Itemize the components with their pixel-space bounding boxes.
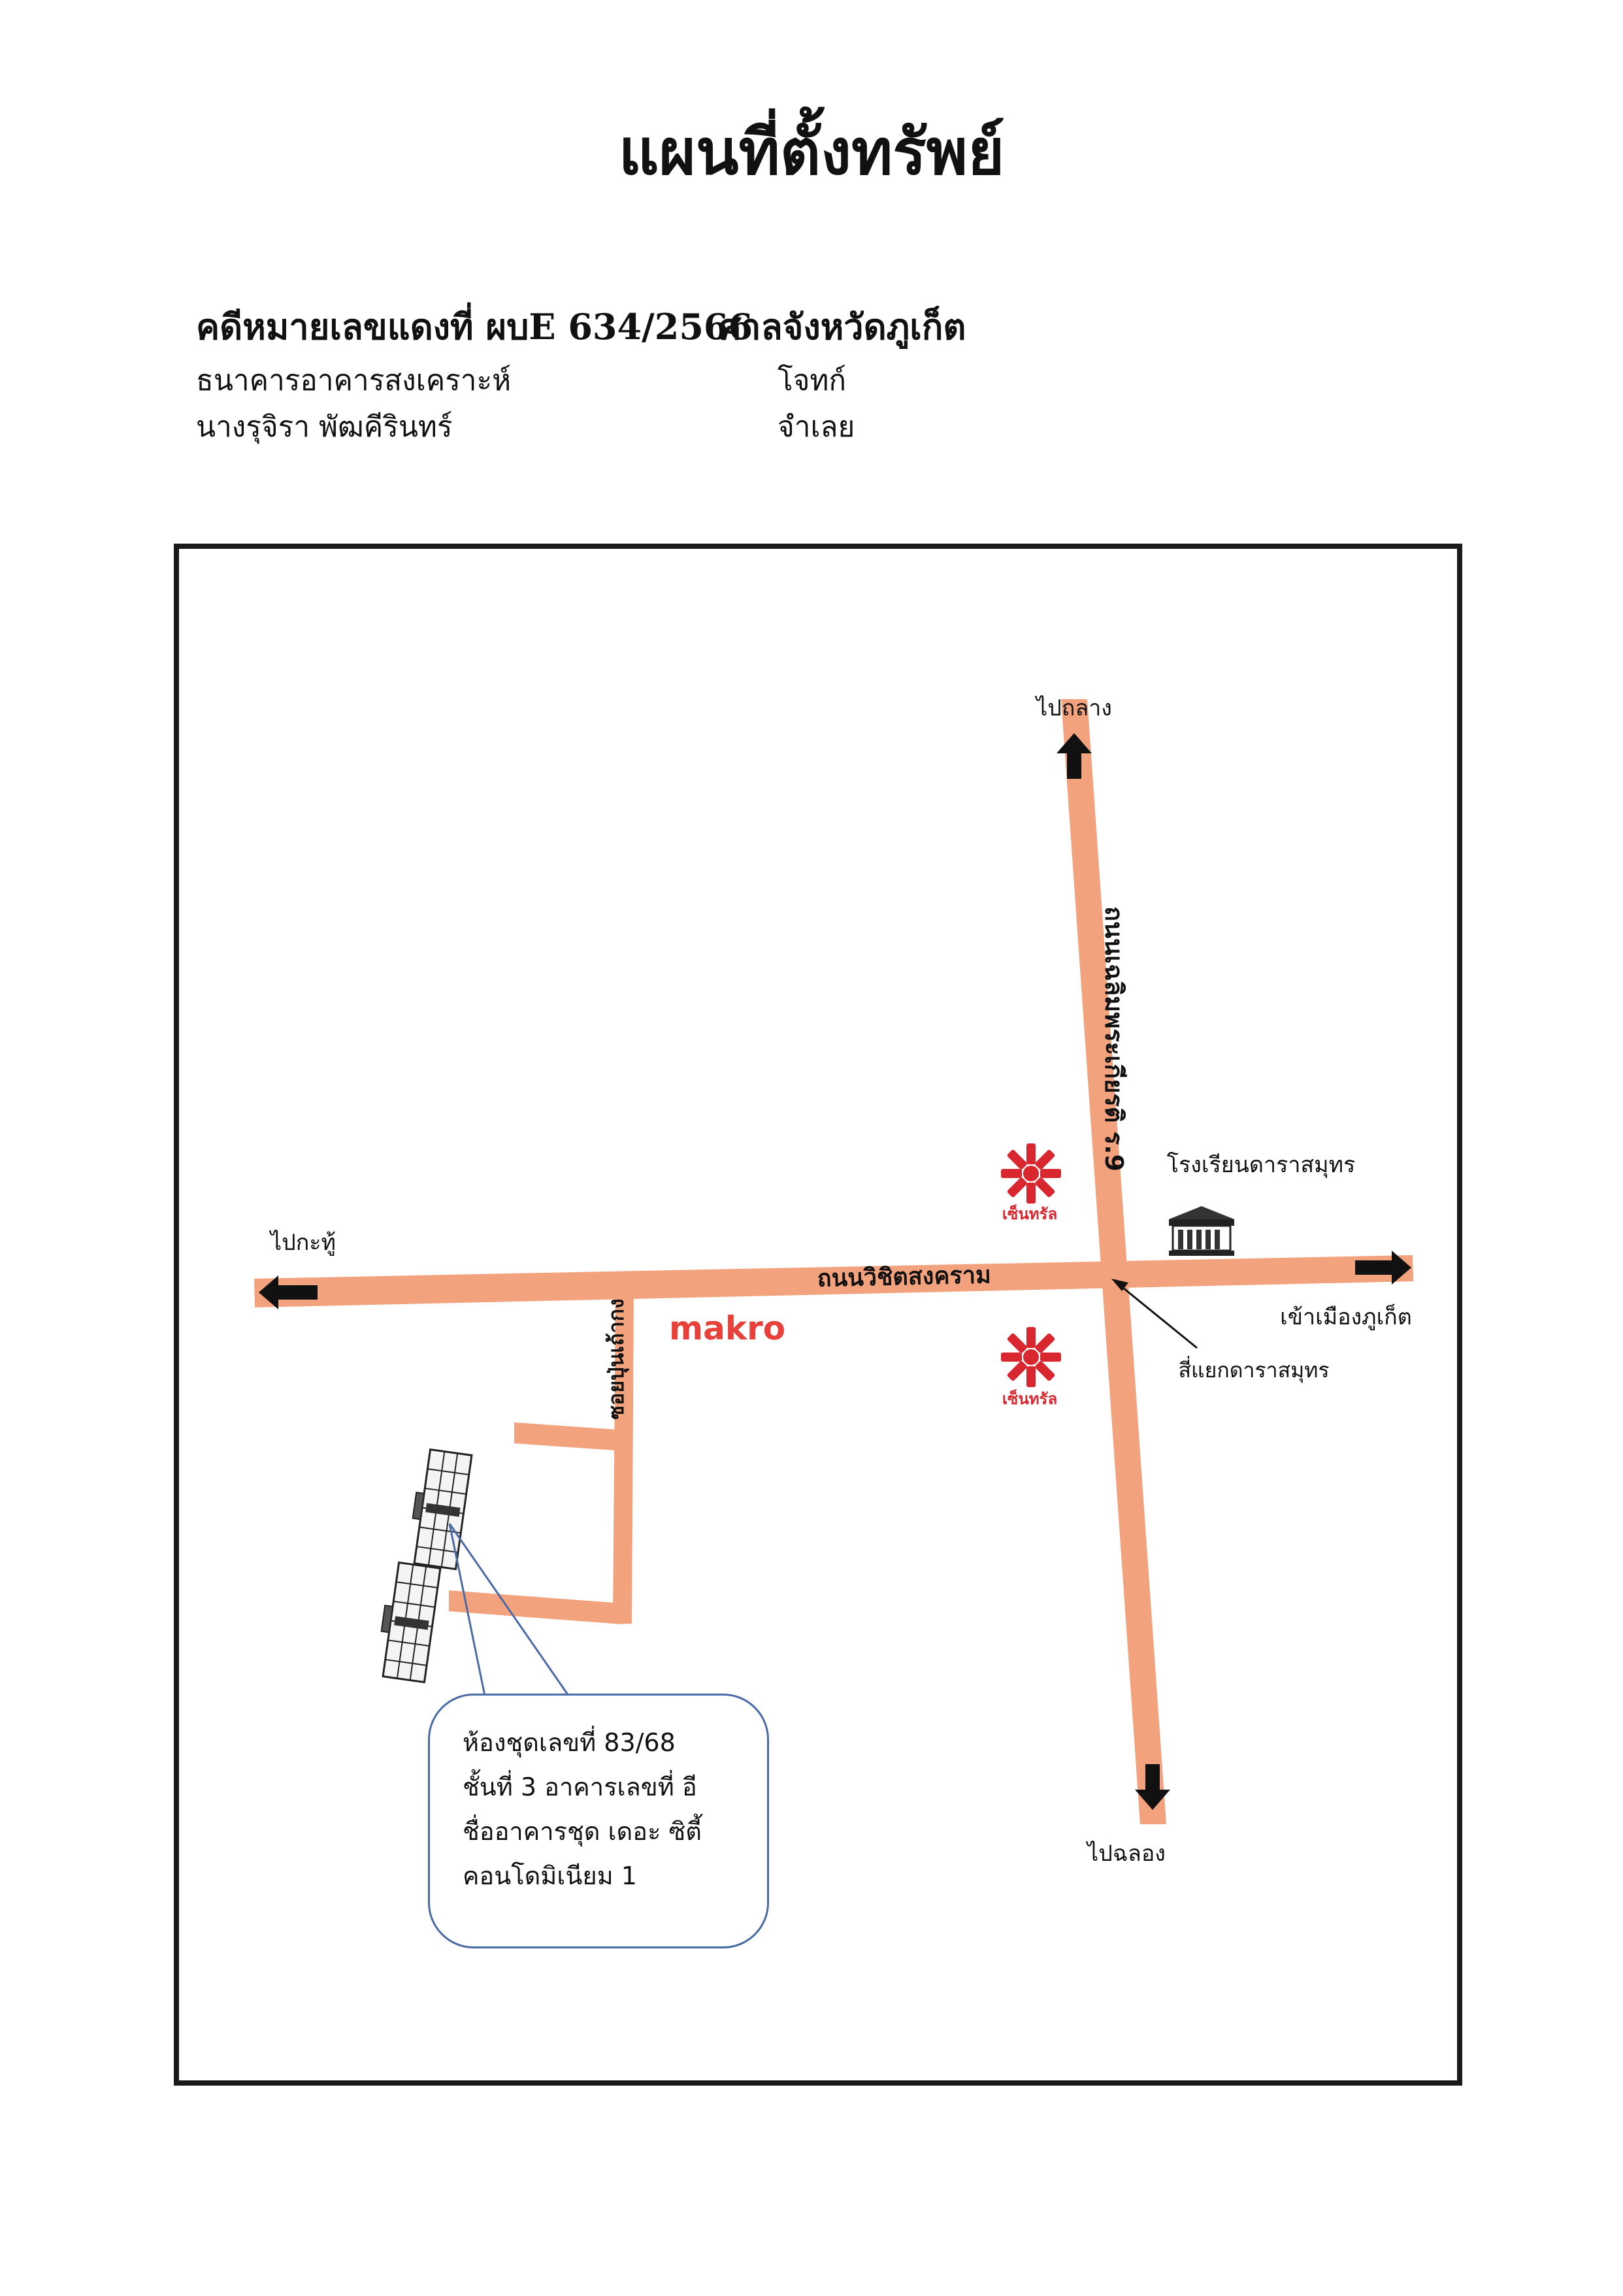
- east-west-road-label: ถนนวิชิตสงคราม: [817, 1262, 991, 1292]
- roads: [254, 699, 1413, 1824]
- property-building-name: ชื่ออาคารชุด เดอะ ซิตี้: [463, 1817, 702, 1846]
- property-unit-number: ห้องชุดเลขที่ 83/68: [463, 1728, 676, 1757]
- property-floor-building: ชั้นที่ 3 อาคารเลขที่ อี: [463, 1773, 697, 1801]
- defendant-name: นางรุจิรา พัฒคีรินทร์: [196, 410, 453, 444]
- intersection-label: สี่แยกดาราสมุทร: [1178, 1356, 1329, 1383]
- direction-west-label: ไปกะทู้: [269, 1230, 336, 1256]
- central-logo-south-icon: [1001, 1327, 1061, 1387]
- school-label: โรงเรียนดาราสมุทร: [1167, 1152, 1356, 1178]
- arrow-north-icon: [1057, 733, 1092, 779]
- callout-pointer: [448, 1523, 574, 1703]
- north-south-road: [1061, 699, 1166, 1824]
- intersection-pointer: [1111, 1279, 1198, 1349]
- page-title: แผนที่ตั้งทรัพย์: [618, 115, 1005, 189]
- property-callout: ห้องชุดเลขที่ 83/68 ชั้นที่ 3 อาคารเลขที…: [428, 1694, 769, 1948]
- school-building-icon: [1169, 1206, 1234, 1256]
- central-south-label: เซ็นทรัล: [1002, 1389, 1057, 1408]
- case-number: คดีหมายเลขแดงที่ ผบE 634/2566: [196, 306, 753, 348]
- map-canvas: ถนนวิชิตสงคราม ถนนเฉลิมพระเกียรติ ร.9 ซอ…: [254, 695, 1413, 1867]
- arrow-south-icon: [1135, 1764, 1170, 1810]
- court-name: ศาลจังหวัดภูเก็ต: [719, 306, 966, 348]
- direction-east-label: เข้าเมืองภูเก็ต: [1280, 1304, 1412, 1330]
- makro-logo: makro: [669, 1309, 785, 1347]
- location-map: ถนนวิชิตสงคราม ถนนเฉลิมพระเกียรติ ร.9 ซอ…: [174, 544, 1462, 2086]
- soi-road: [613, 1294, 634, 1624]
- plaintiff-name: ธนาคารอาคารสงเคราะห์: [196, 364, 512, 397]
- plaintiff-role: โจทก์: [778, 364, 847, 397]
- property-condo-name: คอนโดมิเนียม 1: [463, 1861, 637, 1890]
- central-north-label: เซ็นทรัล: [1002, 1204, 1057, 1223]
- arrow-west-icon: [259, 1275, 318, 1309]
- defendant-role: จำเลย: [778, 410, 855, 444]
- north-south-road-label: ถนนเฉลิมพระเกียรติ ร.9: [1100, 906, 1128, 1172]
- pointer-arrowhead-icon: [1111, 1279, 1128, 1291]
- side-road-upper: [514, 1422, 617, 1451]
- direction-arrows: [259, 733, 1411, 1810]
- soi-road-label: ซอยปุ่นเถ้ากง: [604, 1298, 630, 1419]
- side-road-lower: [449, 1590, 623, 1624]
- direction-north-label: ไปถลาง: [1034, 695, 1112, 721]
- arrow-east-icon: [1355, 1251, 1411, 1285]
- central-logo-north-icon: [1001, 1143, 1061, 1204]
- direction-south-label: ไปฉลอง: [1085, 1841, 1166, 1867]
